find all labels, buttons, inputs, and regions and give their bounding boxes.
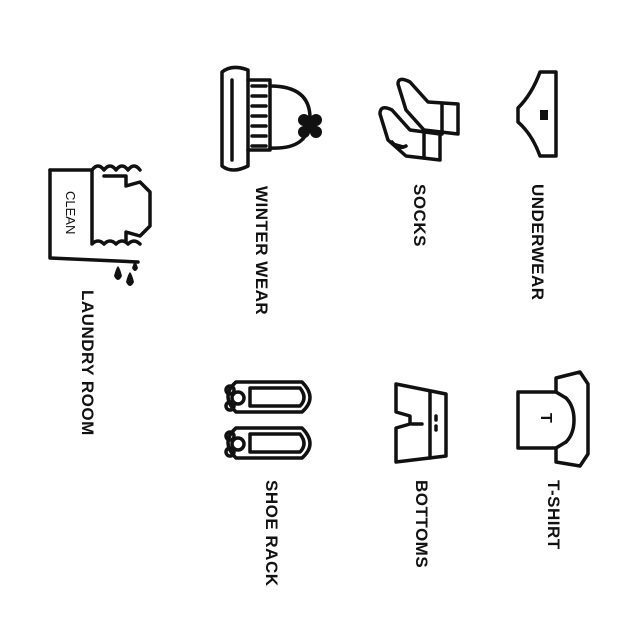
label-winter-wear: WINTER WEAR: [252, 186, 271, 316]
laundry-basket-icon: CLEAN: [48, 164, 152, 286]
shorts-icon: [394, 382, 448, 464]
slippers-icon: [224, 380, 312, 460]
label-tshirt: T-SHIRT: [544, 480, 563, 550]
tshirt-letter: T: [537, 413, 554, 423]
clean-text: CLEAN: [63, 191, 78, 234]
label-socks: SOCKS: [410, 184, 429, 247]
socks-icon: [378, 77, 460, 162]
label-laundry-room: LAUNDRY ROOM: [78, 290, 97, 436]
label-bottoms: BOTTOMS: [412, 480, 431, 569]
beanie-scarf-icon: [220, 65, 322, 172]
label-underwear: UNDERWEAR: [528, 184, 547, 301]
underwear-icon: [516, 70, 558, 158]
label-shoe-rack: SHOE RACK: [262, 480, 281, 587]
tshirt-icon: T: [516, 370, 590, 468]
